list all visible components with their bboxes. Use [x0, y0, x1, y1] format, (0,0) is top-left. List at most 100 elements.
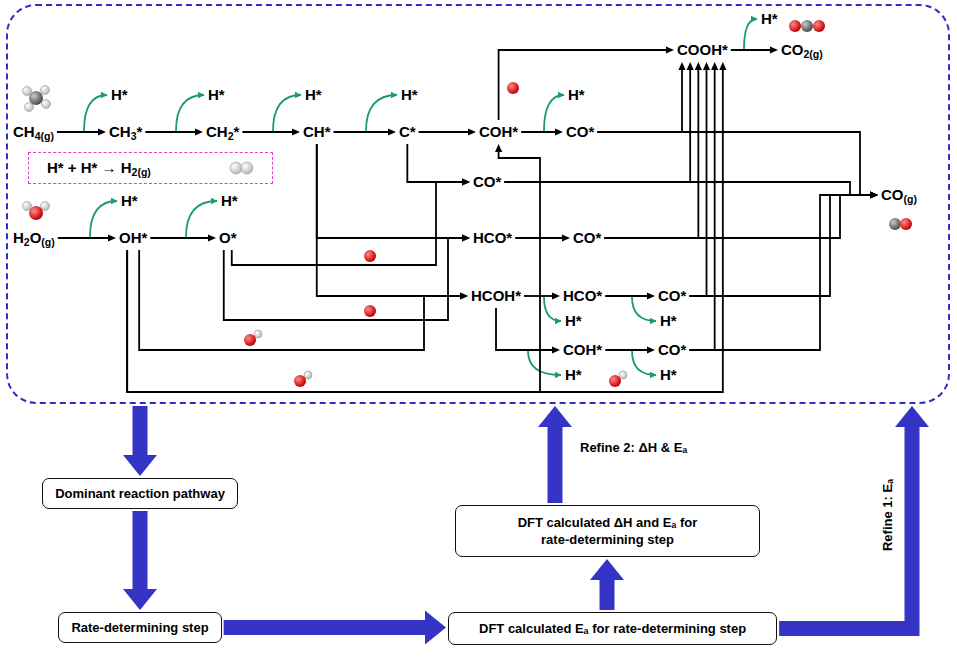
reaction-arrow: [242, 131, 292, 133]
species-text: CH2*: [206, 122, 239, 142]
reaction-arrow: [689, 195, 870, 350]
species-text: CH3*: [109, 122, 142, 142]
text-run: HCO*: [473, 229, 512, 246]
hydrogen-release-arrows: [84, 19, 757, 375]
species-text: O*: [219, 228, 237, 248]
species-text: CO(g): [881, 185, 917, 205]
release-arrow: [84, 95, 107, 131]
species-text: HCO*: [563, 286, 602, 306]
species-text: COH*: [563, 340, 602, 360]
species-text: CH*: [303, 122, 331, 142]
process-box: Rate-determining step: [58, 612, 221, 643]
hydrogen-atom: [25, 103, 34, 112]
text-run: O: [30, 229, 42, 246]
subscript: (g): [809, 48, 822, 60]
workflow-arrow: [133, 511, 148, 589]
subscript: 4: [35, 130, 41, 142]
adsorbate-species: COH*: [562, 340, 603, 360]
reaction-arrow: [139, 250, 460, 350]
carbon-atom: [801, 20, 813, 32]
gas-species: CH4(g): [12, 122, 55, 142]
released-hydrogen-label: H*: [659, 312, 678, 330]
side-reaction-box: H* + H* → H2(g): [28, 152, 273, 184]
hydrogen-atom: [23, 87, 32, 96]
reaction-arrow: [496, 308, 552, 350]
oxygen-atom: [813, 20, 825, 32]
process-box: DFT calculated ΔH and Eₐ for rate-determ…: [455, 505, 760, 557]
oxygen-atom: [364, 305, 376, 317]
adsorbate-species: CH3*: [108, 122, 143, 142]
species-text: CO*: [573, 228, 601, 248]
text-run: CO*: [473, 173, 501, 190]
workflow-arrow: [600, 580, 615, 610]
subscript: 3: [131, 130, 137, 142]
released-hydrogen-label: H*: [120, 192, 139, 210]
species-text: HCO*: [473, 228, 512, 248]
reaction-arrow: [419, 131, 468, 133]
adsorbate-species: OH*: [118, 228, 148, 248]
text-run: OH*: [119, 229, 147, 246]
adsorbate-species: HCO*: [472, 228, 513, 248]
text-run: COH*: [479, 123, 518, 140]
subscript: (g): [904, 193, 917, 205]
workflow-arrow: [133, 406, 148, 455]
hydroxyl-molecule: [609, 371, 627, 387]
adsorbate-species: COOH*: [676, 40, 729, 60]
oxygen-atom: [294, 375, 306, 387]
hydrogen-atom: [41, 86, 50, 95]
reaction-arrow: [58, 237, 108, 239]
text-run: *: [234, 123, 240, 140]
text-run: C*: [399, 123, 416, 140]
hydrogen-atom: [619, 371, 627, 379]
text-run: CO: [781, 41, 804, 58]
release-arrow: [90, 201, 117, 237]
release-arrow: [273, 95, 301, 131]
workflow-arrow: [224, 620, 425, 635]
hydroxyl-molecule: [244, 330, 262, 346]
reaction-arrow: [515, 237, 562, 239]
reaction-arrow: [127, 152, 540, 392]
water-molecule: [23, 202, 50, 221]
text-run: CO*: [658, 341, 686, 358]
adsorbate-species: O*: [218, 228, 238, 248]
species-text: CO*: [658, 286, 686, 306]
reaction-arrow: [317, 144, 460, 296]
released-hydrogen-label: H*: [220, 192, 239, 210]
adsorbate-species: COH*: [478, 122, 519, 142]
hydroxyl-molecule: [294, 371, 312, 387]
reaction-arrow: [232, 182, 462, 265]
oxygen-atom: [507, 82, 519, 94]
process-box: DFT calculated Eₐ for rate-determining s…: [448, 612, 777, 645]
carbon-dioxide-molecule: [789, 20, 825, 32]
subscript: 2: [132, 166, 138, 178]
text-run: CH: [109, 123, 131, 140]
species-text: C*: [399, 122, 416, 142]
hydrogen-atom: [254, 330, 262, 338]
hydrogen-atom: [41, 202, 50, 211]
reaction-arrow: [524, 295, 552, 297]
reaction-network-region: CH4(g)CH3*CH2*CH*C*H2O(g)OH*O*H* + H* → …: [6, 4, 950, 404]
oxygen-atom: [789, 20, 801, 32]
adsorbate-species: CO*: [657, 340, 687, 360]
reaction-arrow: [689, 70, 706, 296]
text-run: O*: [219, 229, 237, 246]
hydrogen-atom: [241, 162, 253, 174]
oxygen-atom: [609, 375, 621, 387]
text-run: CH: [13, 123, 35, 140]
species-text: CO*: [658, 340, 686, 360]
species-text: OH*: [119, 228, 147, 248]
released-hydrogen-label: H*: [659, 366, 678, 384]
process-box: Dominant reaction pathway: [42, 478, 238, 509]
species-text: COOH*: [677, 40, 728, 60]
reaction-arrow: [689, 70, 714, 350]
reaction-arrow: [317, 144, 462, 238]
reaction-arrow: [224, 238, 462, 320]
species-text: COH*: [479, 122, 518, 142]
species-text: CO*: [473, 172, 501, 192]
text-run: CO*: [566, 123, 594, 140]
reaction-arrow: [689, 195, 870, 296]
reaction-arrow: [504, 182, 870, 195]
subscript: (g): [41, 236, 54, 248]
species-text: H* + H* → H2(g): [47, 153, 272, 182]
release-arrow: [744, 19, 757, 49]
